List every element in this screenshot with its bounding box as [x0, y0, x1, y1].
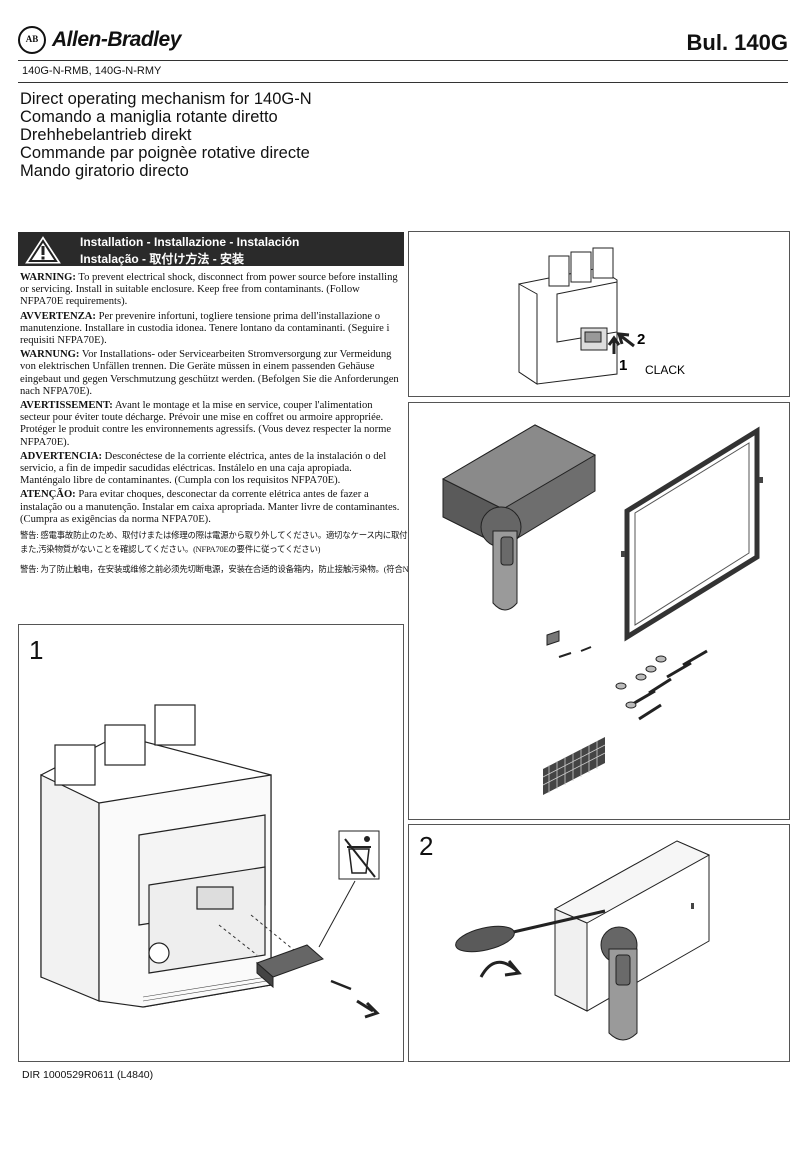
document-titles: Direct operating mechanism for 140G-N Co… — [20, 90, 312, 180]
step-number-1: 1 — [29, 635, 44, 665]
step-number-2: 2 — [419, 831, 434, 861]
installation-heading: Installation - Installazione - Instalaci… — [18, 232, 404, 266]
waste-bin-icon — [338, 830, 380, 880]
warning-ja-line2: また,汚染物質がないことを確認してください。(NFPA70Eの要件に従ってくださ… — [20, 545, 321, 555]
allen-bradley-logo: AB Allen-Bradley — [18, 24, 188, 62]
figure-panel-step-2: 2 — [408, 824, 790, 1062]
warning-de: WARNUNG: Vor Installations- oder Service… — [20, 349, 399, 397]
subheader-rule — [18, 82, 788, 83]
mechanism-box — [441, 424, 597, 611]
breaker-insert-illustration: 1 2 CLACK — [518, 247, 685, 385]
dashed-path — [218, 914, 296, 956]
warning-ja-line1: 警告: 感電事故防止のため、取付けまたは修理の際は電源から取り外してください。適… — [20, 531, 465, 541]
arrow-label-1: 1 — [619, 357, 627, 374]
gasket-frame — [621, 426, 763, 642]
removal-arrow-icon — [356, 999, 380, 1019]
screws-and-parts — [546, 630, 708, 721]
warning-es: ADVERTENCIA: Desconéctese de la corrient… — [20, 450, 387, 487]
warning-texts: WARNING: To prevent electrical shock, di… — [20, 272, 465, 578]
bulletin-number: Bul. 140G — [686, 30, 788, 55]
clack-label: CLACK — [645, 363, 685, 377]
model-numbers: 140G-N-RMB, 140G-N-RMY — [22, 65, 162, 77]
warning-it: AVVERTENZA: Per prevenire infortuni, tog… — [20, 310, 390, 347]
title-es: Mando giratorio directo — [20, 162, 189, 180]
screwdriver — [455, 909, 606, 953]
warning-pt: ATENÇÃO: Para evitar choques, desconecta… — [20, 489, 400, 525]
figure-panel-step-1: 1 — [18, 624, 404, 1062]
title-de: Drehhebelantrieb direkt — [20, 126, 192, 144]
title-fr: Commande par poignèe rotative directe — [20, 144, 310, 162]
title-it: Comando a maniglia rotante diretto — [20, 108, 278, 126]
installation-heading-line1: Installation - Installazione - Instalaci… — [80, 235, 300, 249]
title-en: Direct operating mechanism for 140G-N — [20, 90, 312, 108]
warning-zh: 警告: 为了防止触电，在安装或维修之前必须先切断电源，安装在合适的设备箱内，防止… — [20, 565, 455, 575]
screwdriver-illustration — [455, 840, 711, 1041]
vent-label-sheet — [542, 737, 606, 795]
kit-contents-illustration — [441, 424, 763, 795]
installation-heading-line2: Instalação - 取付け方法 - 安装 — [80, 252, 245, 266]
warning-en: WARNING: To prevent electrical shock, di… — [20, 272, 398, 308]
screw — [330, 979, 352, 991]
arrow-label-2: 2 — [637, 331, 645, 348]
document-id: DIR 1000529R0611 (L4840) — [22, 1069, 154, 1081]
breaker-cover-removal-illustration — [40, 704, 380, 1019]
figure-panel-insertion: 1 2 CLACK — [408, 231, 790, 397]
figure-panel-kit-contents — [408, 402, 790, 820]
warning-fr: AVERTISSEMENT: Avant le montage et la mi… — [20, 400, 392, 448]
brand-name: Allen-Bradley — [52, 28, 181, 51]
header-rule — [18, 60, 788, 61]
ab-seal-icon: AB — [18, 26, 46, 54]
warning-triangle-icon — [24, 235, 62, 265]
rotate-arrow-icon — [479, 960, 522, 978]
